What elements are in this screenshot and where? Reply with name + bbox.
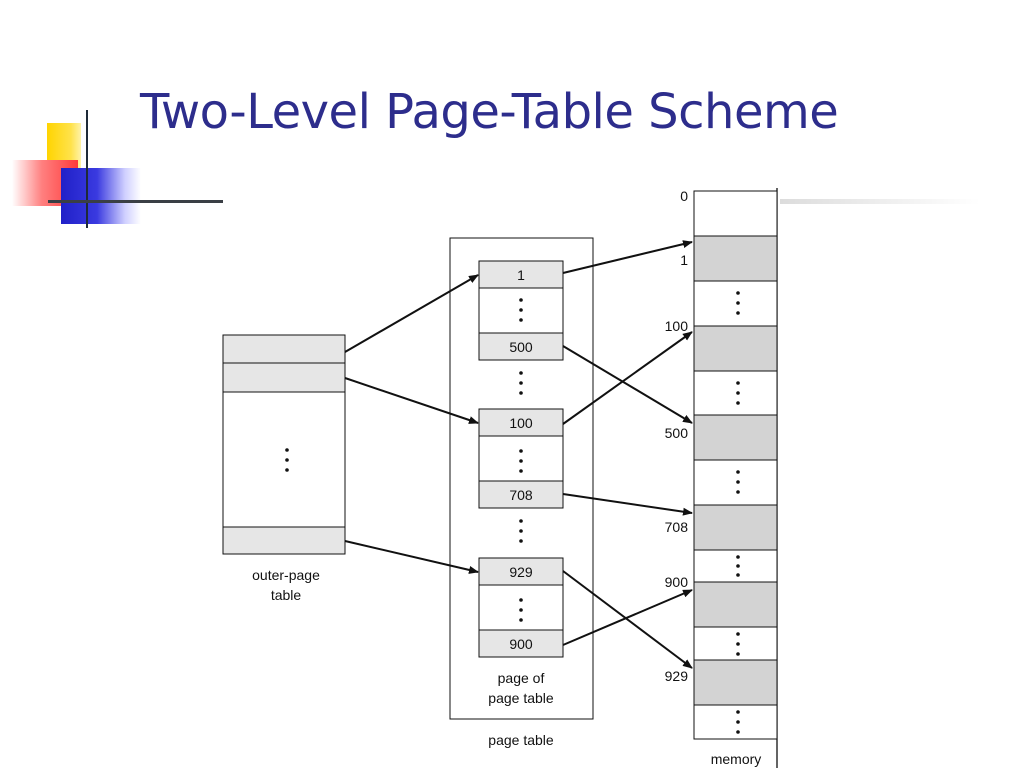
decor-blue-square <box>61 168 141 224</box>
arrow-entry-100 <box>562 331 693 425</box>
arrow-outer-1 <box>344 274 479 353</box>
arrow-entry-929 <box>562 570 693 669</box>
outer-entry-1 <box>222 334 346 364</box>
entry-cell <box>478 557 564 586</box>
inner-ellipsis <box>519 298 523 322</box>
page-table: 1 500 100 708 <box>449 237 594 748</box>
arrow-outer-2 <box>344 377 479 424</box>
memory-label: memory <box>711 751 762 767</box>
memory-ellipsis <box>736 632 740 656</box>
page-arrows <box>562 240 693 669</box>
decor-fade-line <box>780 199 980 204</box>
arrow-entry-708 <box>562 493 693 516</box>
frame-label: 900 <box>665 574 689 590</box>
slide-title: Two-Level Page-Table Scheme <box>140 84 839 140</box>
memory-frame-shaded <box>693 235 778 282</box>
memory-frame-shaded <box>693 325 778 372</box>
outer-entry-2 <box>222 362 346 393</box>
arrow-entry-500 <box>562 345 693 424</box>
entry-cell <box>478 480 564 509</box>
outer-table-label-line2: table <box>271 587 302 603</box>
arrow-outer-last <box>344 540 479 574</box>
memory-frame-shaded <box>693 414 778 461</box>
entry-cell <box>478 260 564 289</box>
frame-label: 500 <box>665 425 689 441</box>
page-of-page-table-1: 1 500 <box>478 260 564 361</box>
frame-label: 100 <box>665 318 689 334</box>
frame-label: 708 <box>665 519 689 535</box>
entry-label: 500 <box>509 339 533 355</box>
entry-label: 900 <box>509 636 533 652</box>
arrow-entry-900 <box>562 589 693 646</box>
inner-label-line1: page of <box>498 670 545 686</box>
frame-label: 0 <box>680 188 688 204</box>
entry-label: 929 <box>509 564 533 580</box>
entry-cell <box>478 408 564 437</box>
entry-label: 1 <box>517 267 525 283</box>
memory: 0 1 100 500 708 900 929 memory <box>665 188 778 768</box>
entry-cell <box>478 629 564 658</box>
page-table-label: page table <box>488 732 554 748</box>
entry-label: 100 <box>509 415 533 431</box>
memory-ellipsis <box>736 381 740 405</box>
outer-entry-last <box>222 526 346 555</box>
outer-ellipsis <box>285 448 289 472</box>
memory-frame-shaded <box>693 504 778 551</box>
decor-vertical-line <box>86 110 88 228</box>
memory-frame <box>693 190 778 740</box>
memory-ellipsis <box>736 470 740 494</box>
memory-ellipsis <box>736 710 740 734</box>
memory-frame-shaded <box>693 581 778 628</box>
outer-table-label-line1: outer-page <box>252 567 320 583</box>
inner-label-line2: page table <box>488 690 554 706</box>
inner-ellipsis <box>519 598 523 622</box>
memory-ellipsis <box>736 291 740 315</box>
arrow-entry-1 <box>562 240 693 274</box>
frame-label: 929 <box>665 668 689 684</box>
between-ellipsis <box>519 519 523 543</box>
page-of-page-table-2: 100 708 <box>478 408 564 509</box>
outer-page-table: outer-page table <box>222 334 346 603</box>
entry-label: 708 <box>509 487 533 503</box>
outer-arrows <box>344 274 479 574</box>
inner-ellipsis <box>519 449 523 473</box>
memory-frame-shaded <box>693 659 778 706</box>
memory-ellipsis <box>736 555 740 577</box>
decor-horizontal-line <box>48 200 223 203</box>
frame-label: 1 <box>680 252 688 268</box>
between-ellipsis <box>519 371 523 395</box>
page-of-page-table-3: 929 900 <box>478 557 564 658</box>
